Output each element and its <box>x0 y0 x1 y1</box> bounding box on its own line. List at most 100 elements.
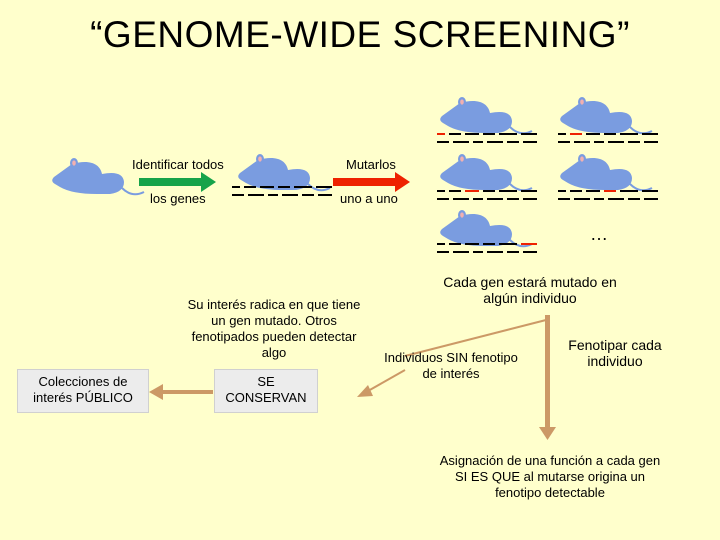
gene-segment <box>453 198 469 200</box>
gene-segment <box>499 190 517 192</box>
gene-segment <box>523 198 537 200</box>
gene-segment <box>316 186 332 188</box>
gene-segment <box>558 133 566 135</box>
gene-segment <box>294 186 312 188</box>
gene-segment <box>453 251 469 253</box>
gene-segment <box>628 198 640 200</box>
gene-segment <box>483 133 495 135</box>
public-collections-box: Colecciones de interés PÚBLICO <box>17 369 149 413</box>
gene-segment <box>586 133 600 135</box>
gene-lines <box>232 133 658 253</box>
gene-segment <box>608 198 624 200</box>
gene-segment <box>523 251 537 253</box>
gene-line-mutant-4 <box>558 190 658 200</box>
gene-segment <box>465 243 479 245</box>
gene-segment <box>437 198 449 200</box>
gene-segment <box>574 198 590 200</box>
gene-segment <box>570 133 582 135</box>
gene-line-mutant-3 <box>437 190 537 200</box>
gene-segment <box>523 141 537 143</box>
gene-segment <box>282 194 298 196</box>
mutant-mouse-4-icon <box>559 153 653 192</box>
gene-segment <box>449 133 461 135</box>
gene-segment <box>499 133 517 135</box>
gene-segment <box>574 141 590 143</box>
gene-segment <box>507 141 519 143</box>
gene-segment <box>483 243 495 245</box>
gene-segment <box>232 186 240 188</box>
gene-segment <box>487 141 503 143</box>
flow-arrows <box>149 315 556 440</box>
gene-segment <box>570 190 582 192</box>
gene-segment <box>453 141 469 143</box>
page-title: “GENOME-WIDE SCREENING” <box>90 14 630 55</box>
assignment-note: Asignación de una función a cada gen SI … <box>439 453 661 500</box>
gene-segment <box>558 190 566 192</box>
gene-segment <box>278 186 290 188</box>
gene-segment <box>260 186 274 188</box>
mutant-mouse-1-icon <box>439 96 533 135</box>
wild-mouse-icon <box>51 157 145 196</box>
gene-segment <box>487 251 503 253</box>
gene-segment <box>437 243 445 245</box>
gene-segment <box>232 194 244 196</box>
gene-segment <box>465 190 479 192</box>
gene-segment <box>449 190 461 192</box>
gene-line-mutant-5 <box>437 243 537 253</box>
gene-segment <box>521 243 537 245</box>
mutate-arrow <box>333 172 410 192</box>
gene-segment <box>608 141 624 143</box>
mutant-mouse-5-icon <box>439 209 533 248</box>
phenotype-each-note: Fenotipar cada individuo <box>568 337 662 369</box>
gene-segment <box>604 133 616 135</box>
ellipsis: … <box>590 224 608 244</box>
gene-segment <box>521 190 537 192</box>
gene-segment <box>642 133 658 135</box>
mutant-mouse-3-icon <box>439 153 533 192</box>
gene-segment <box>620 190 638 192</box>
mutant-mouse-2-icon <box>559 96 653 135</box>
gene-segment <box>507 198 519 200</box>
gene-segment <box>473 251 483 253</box>
gene-segment <box>483 190 495 192</box>
gene-segment <box>558 198 570 200</box>
gene-segment <box>248 194 264 196</box>
gene-segment <box>302 194 314 196</box>
gene-segment <box>604 190 616 192</box>
gene-segment <box>437 251 449 253</box>
gene-segment <box>644 198 658 200</box>
mutated-note: Cada gen estará mutado en algún individu… <box>443 274 617 306</box>
gene-line-mutant-1 <box>437 133 537 143</box>
no-phenotype-note: Individuos SIN fenotipo de interés <box>384 350 518 381</box>
identify-label-line1: Identificar todos <box>132 157 224 172</box>
gene-segment <box>558 141 570 143</box>
gene-segment <box>644 141 658 143</box>
interest-note: Su interés radica en que tiene un gen mu… <box>187 297 361 360</box>
mutate-label-line2: uno a uno <box>340 191 398 206</box>
identify-label-line2: los genes <box>150 191 206 206</box>
gene-segment <box>437 190 445 192</box>
gene-mouse-icon <box>237 153 331 192</box>
gene-segment <box>586 190 600 192</box>
gene-segment <box>487 198 503 200</box>
gene-segment <box>465 133 479 135</box>
gene-segment <box>628 141 640 143</box>
gene-segment <box>318 194 332 196</box>
gene-segment <box>642 190 658 192</box>
conserve-box: SE CONSERVAN <box>214 369 318 413</box>
gene-segment <box>449 243 461 245</box>
gene-line-wild <box>232 186 332 196</box>
gene-segment <box>244 186 256 188</box>
gene-segment <box>594 198 604 200</box>
gene-segment <box>594 141 604 143</box>
gene-line-mutant-2 <box>558 133 658 143</box>
gene-segment <box>437 141 449 143</box>
gene-segment <box>507 251 519 253</box>
identify-genes-arrow <box>139 172 216 192</box>
gene-segment <box>268 194 278 196</box>
gene-segment <box>620 133 638 135</box>
gene-segment <box>499 243 517 245</box>
gene-segment <box>473 141 483 143</box>
gene-segment <box>521 133 537 135</box>
